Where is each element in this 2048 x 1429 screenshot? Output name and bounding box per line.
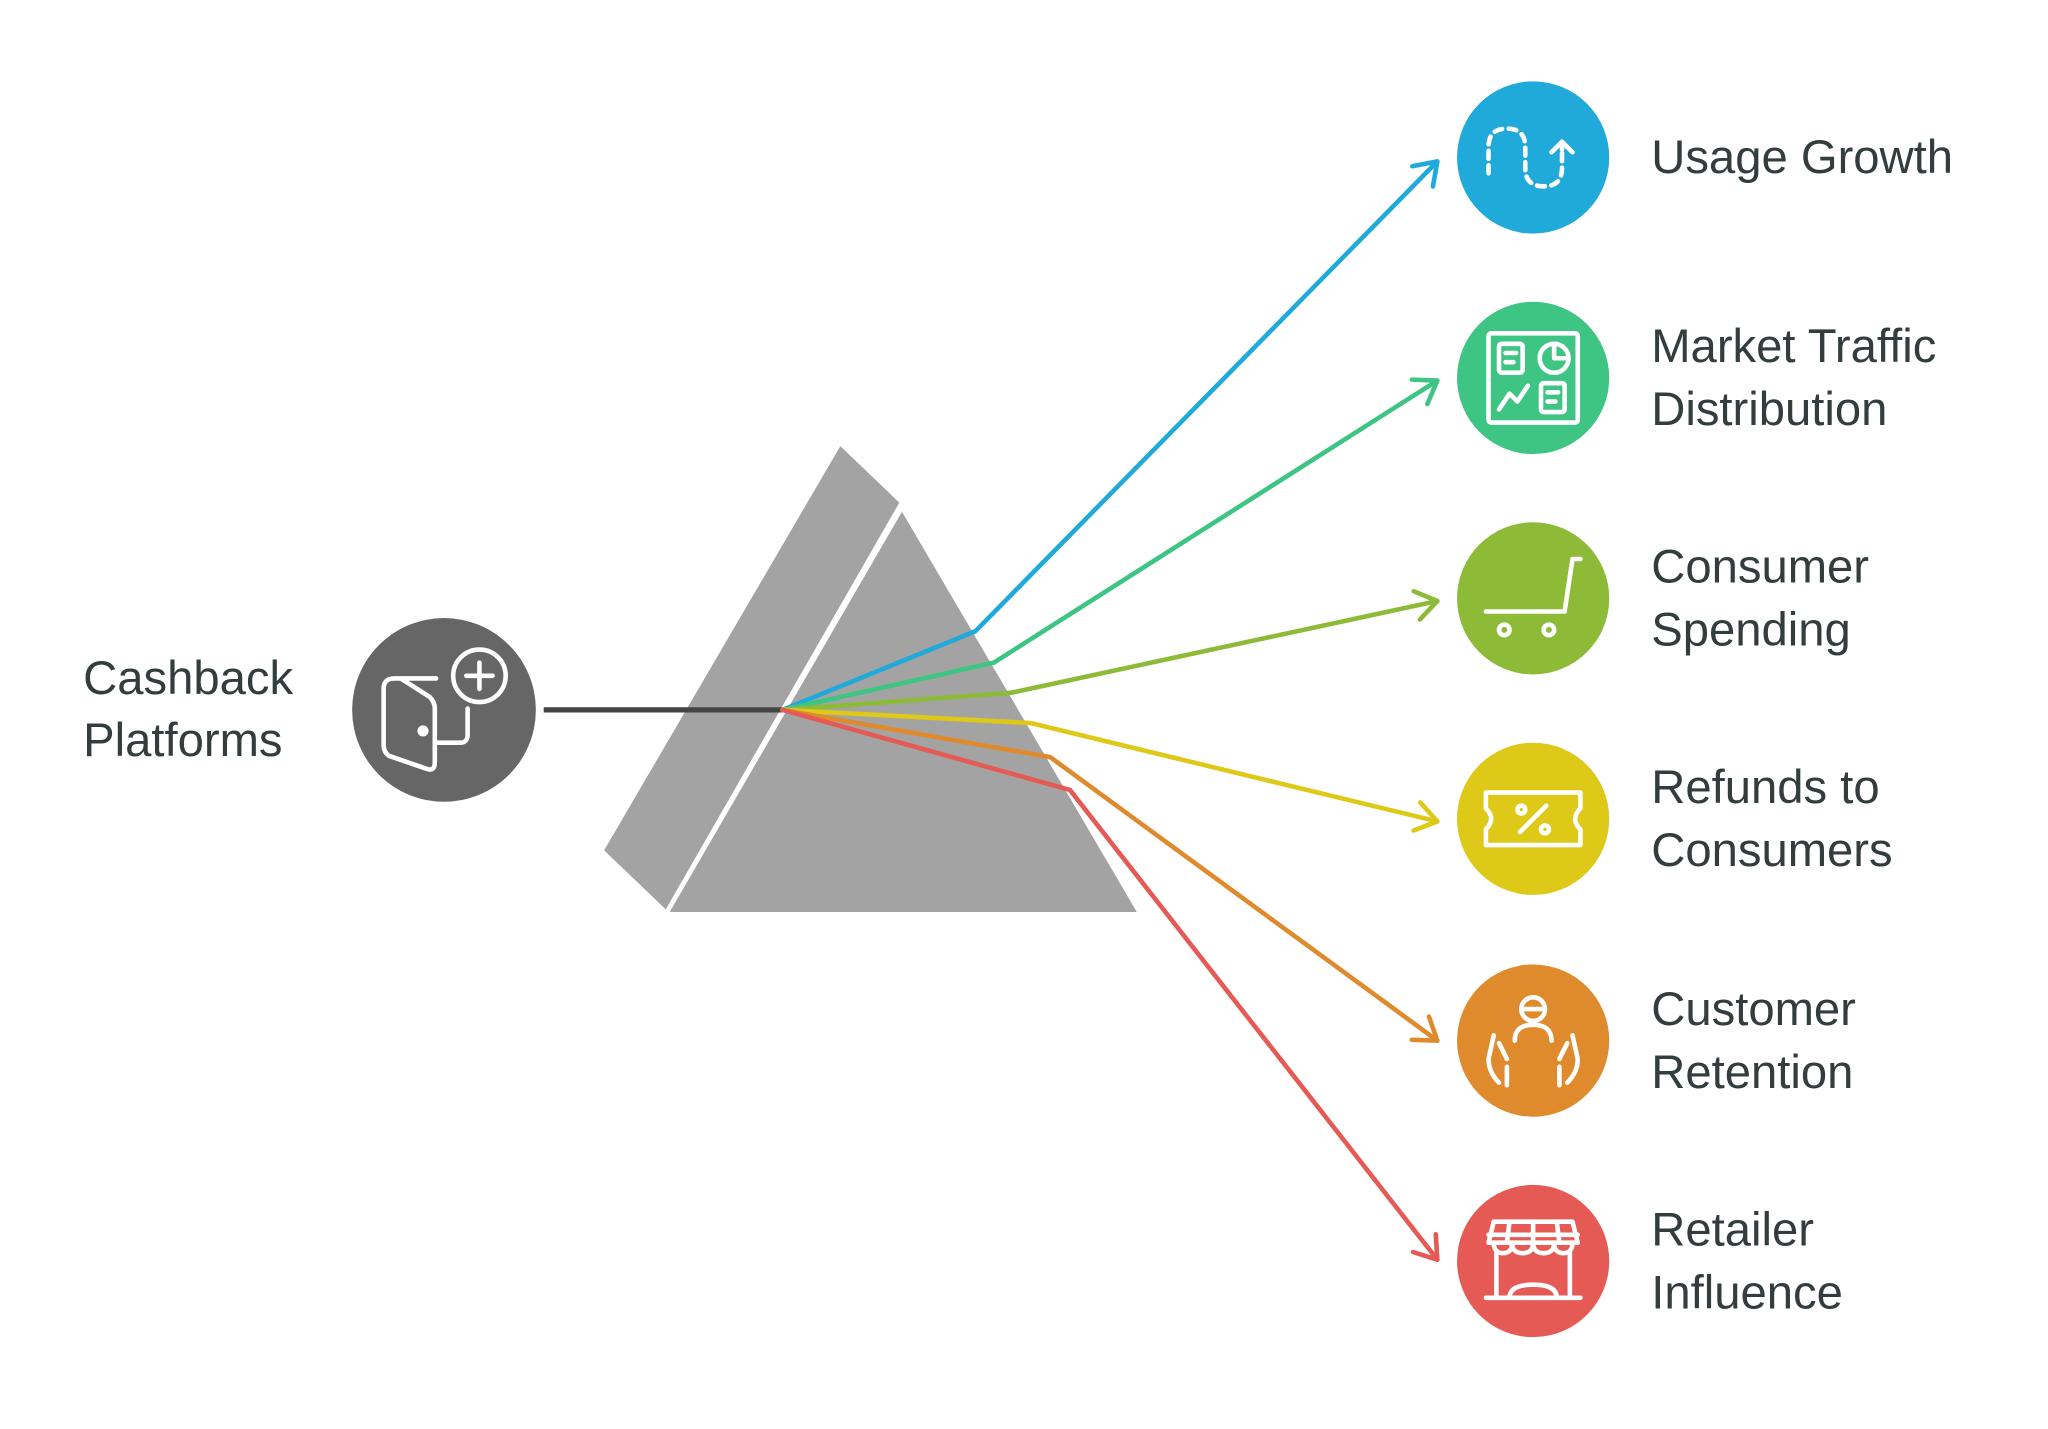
output-node-4: Refunds to Consumers xyxy=(1457,742,1893,895)
source-circle xyxy=(352,618,536,802)
percent-ticket-icon xyxy=(1483,790,1583,848)
arrowhead-icon xyxy=(1410,1231,1440,1263)
ray-1 xyxy=(780,159,1440,713)
output-label-line1: Retailer xyxy=(1651,1203,1814,1256)
shopping-cart-icon xyxy=(1483,556,1583,638)
ray-3 xyxy=(780,598,1440,713)
output-label-line2: Distribution xyxy=(1651,383,1887,436)
source-label-line1: Cashback xyxy=(83,652,293,705)
dashboard-chart-icon xyxy=(1486,331,1581,425)
output-label-line2: Consumers xyxy=(1651,824,1892,877)
arrowhead-icon xyxy=(1411,800,1440,833)
arrowhead-icon xyxy=(1410,159,1440,189)
output-label-line1: Customer xyxy=(1651,983,1856,1036)
ray-4 xyxy=(780,707,1440,824)
ray-2 xyxy=(780,378,1440,713)
storefront-icon xyxy=(1483,1219,1583,1301)
output-node-1: Usage Growth xyxy=(1457,81,1953,234)
prism-back-face xyxy=(604,446,900,910)
output-label-line2: Retention xyxy=(1651,1046,1853,1099)
source-label-line2: Platforms xyxy=(83,714,282,767)
output-label-line2: Influence xyxy=(1651,1266,1843,1319)
arrowhead-icon xyxy=(1409,377,1440,407)
output-label-line1: Consumer xyxy=(1651,541,1869,594)
hands-person-icon xyxy=(1486,994,1581,1088)
ray-5 xyxy=(780,707,1440,1043)
wallet-plus-icon xyxy=(381,647,508,772)
node-circle xyxy=(1457,964,1610,1117)
arrowhead-icon xyxy=(1411,589,1440,622)
output-label-line2: Spending xyxy=(1651,604,1851,657)
node-circle xyxy=(1457,81,1610,234)
node-circle xyxy=(1457,522,1610,675)
ray-6 xyxy=(780,707,1440,1263)
prism-front-face xyxy=(669,511,1137,912)
output-label-line1: Market Traffic xyxy=(1651,320,1936,373)
node-circle xyxy=(1457,301,1610,455)
dashed-path-arrow-icon xyxy=(1486,126,1575,189)
output-label: Usage Growth xyxy=(1651,131,1953,184)
arrowhead-icon xyxy=(1409,1014,1440,1043)
output-label-line1: Refunds to xyxy=(1651,761,1879,814)
node-circle xyxy=(1457,1184,1610,1338)
